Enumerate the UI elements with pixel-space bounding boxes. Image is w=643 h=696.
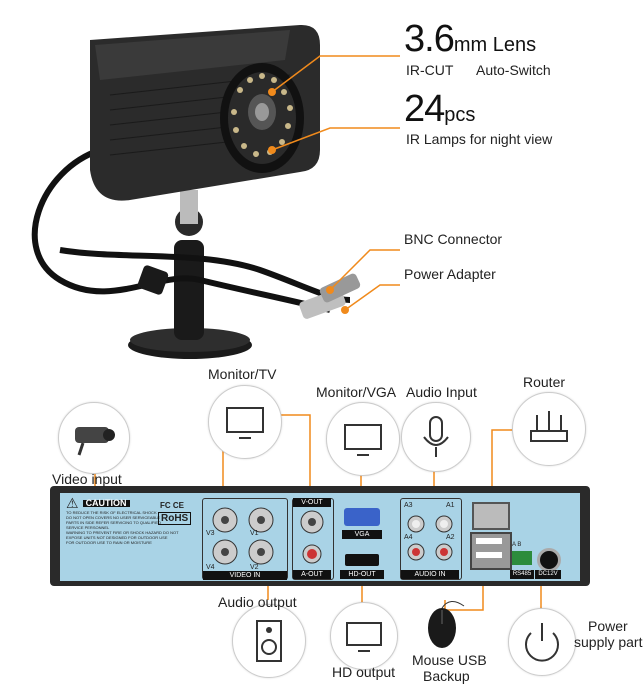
- a1-label: A1: [446, 502, 455, 509]
- caution-line: TO REDUCE THE RISK OF ELECTRICAL SHOCK: [66, 510, 157, 515]
- caution-line: DO NOT OPEN COVERS NO USER SERVICEABLE: [66, 515, 161, 520]
- power-label: Power: [588, 618, 628, 634]
- v3-label: V3: [206, 530, 215, 537]
- audio-output-label: Audio output: [218, 594, 297, 610]
- vga-port: [344, 508, 380, 526]
- rs485-label: RS485: [510, 570, 534, 579]
- video-input-label: Video input: [52, 471, 122, 487]
- audio-input-label: Audio Input: [406, 384, 477, 400]
- bnc-label: BNC Connector: [404, 231, 503, 247]
- lamps-spec: 24pcs: [404, 88, 475, 131]
- mouse-usb-label: Mouse USB: [412, 652, 487, 668]
- power-adapter-label: Power Adapter: [404, 266, 496, 282]
- dc-jack: [537, 548, 561, 572]
- a3-label: A3: [404, 502, 413, 509]
- hd-output-label: HD output: [332, 664, 396, 680]
- audio-in-ports: [407, 515, 453, 561]
- router-icon: [512, 392, 586, 466]
- v4-label: V4: [206, 564, 215, 571]
- microphone-icon: [401, 402, 471, 472]
- monitor-tv-icon: [208, 385, 282, 459]
- caution-line: EXPOSE UNITS NOT DESIGNED FOR OUTDOOR US…: [66, 535, 168, 540]
- hd-out-label: HD-OUT: [340, 570, 384, 579]
- v-out-label: V-OUT: [293, 498, 331, 507]
- lamps-unit: pcs: [444, 104, 476, 126]
- caution-title: CAUTION: [82, 498, 130, 507]
- lamps-desc: IR Lamps for night view: [406, 131, 553, 147]
- speaker-icon: [232, 604, 306, 678]
- lens-unit: mm Lens: [453, 34, 537, 56]
- hdmi-port: [345, 554, 379, 566]
- hd-monitor-icon: [330, 602, 398, 670]
- audio-in-label: AUDIO IN: [401, 570, 459, 579]
- backup-label: Backup: [423, 668, 470, 684]
- out-ports: [300, 510, 324, 564]
- ab-label: A B: [512, 542, 522, 548]
- lens-spec: 3.6mm Lens: [404, 18, 536, 61]
- rohs-mark: RoHS: [158, 512, 192, 525]
- power-icon: [508, 608, 576, 676]
- usb-slot: [476, 538, 502, 544]
- warning-icon: ⚠: [66, 495, 79, 511]
- caution-line: FOR OUTDOOR USE TO RAIN OR MOISTURE: [66, 540, 152, 545]
- lens-value: 3.6: [404, 18, 455, 60]
- a-out-label: A-OUT: [293, 570, 331, 579]
- video-in-label: VIDEO IN: [203, 571, 287, 580]
- audio-in-group: [400, 498, 462, 580]
- bnc-ports: [212, 507, 274, 565]
- caution-line: SERVICE PERSONNEL: [66, 525, 110, 530]
- camera-image: [31, 24, 400, 359]
- rs485-terminal: [512, 551, 532, 565]
- monitor-vga-icon: [326, 402, 400, 476]
- caution-line: PARTS IN SIDE REFER SERVICING TO QUALIFI…: [66, 520, 161, 525]
- caution-line: WARNING TO PREVENT FIRE OR SHOCK HAZARD …: [66, 530, 179, 535]
- lan-port: [472, 502, 510, 530]
- lamps-value: 24: [404, 88, 445, 130]
- camera-icon: [58, 402, 130, 474]
- usb-slot: [476, 552, 502, 558]
- power-supply-label: supply part: [574, 634, 643, 650]
- a2-label: A2: [446, 534, 455, 541]
- v1-label: V1: [250, 530, 259, 537]
- monitor-vga-label: Monitor/VGA: [316, 384, 397, 400]
- ircut-label: IR-CUT: [406, 62, 454, 78]
- autoswitch-label: Auto-Switch: [476, 62, 551, 78]
- a4-label: A4: [404, 534, 413, 541]
- dc12v-label: DC12V: [535, 570, 561, 579]
- v2-label: V2: [250, 564, 259, 571]
- mouse-icon: [420, 600, 470, 655]
- vga-label: VGA: [342, 530, 382, 539]
- router-label: Router: [523, 374, 566, 390]
- cert-marks: FC CE: [160, 501, 184, 510]
- caution-block: ⚠ CAUTION TO REDUCE THE RISK OF ELECTRIC…: [66, 496, 194, 576]
- monitor-tv-label: Monitor/TV: [208, 366, 277, 382]
